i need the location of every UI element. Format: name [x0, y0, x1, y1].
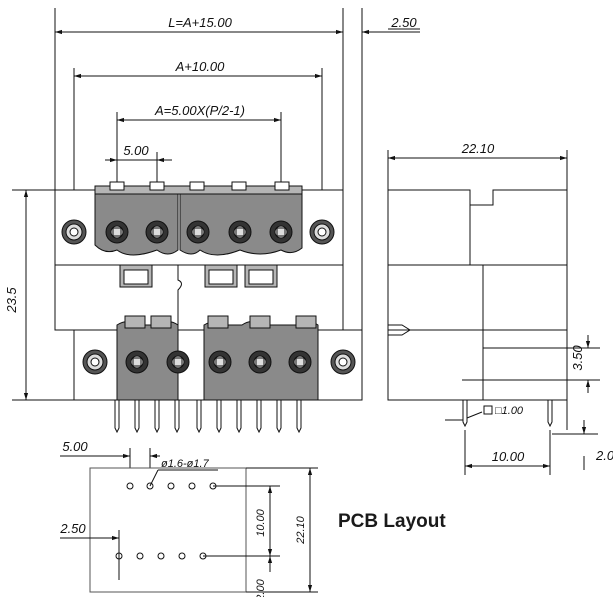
pcb-dim-bottom: 2.00 — [255, 578, 267, 597]
pcb-dim-width: 22.10 — [295, 515, 307, 544]
dim-a-plus-10: A+10.00 — [175, 59, 226, 74]
lower-screws — [125, 350, 312, 374]
pcb-dim-pitch: 5.00 — [62, 439, 88, 454]
dim-pin-offset: 3.50 — [570, 345, 585, 371]
pcb-dim-offset: 2.50 — [59, 521, 86, 536]
pcb-dim-row: 10.00 — [255, 508, 267, 536]
pcb-layout-title: PCB Layout — [338, 511, 446, 532]
side-view: 22.10 3.50 □1.00 10.00 2.00 — [387, 141, 613, 475]
dim-pin-square: □1.00 — [495, 405, 524, 417]
dim-offset-right: 2.50 — [390, 15, 417, 30]
dim-pin-step: 2.00 — [595, 448, 613, 463]
dim-pin-spacing: 10.00 — [492, 449, 525, 464]
dim-height: 23.5 — [4, 287, 19, 314]
pcb-hole-dia: ø1.6-ø1.7 — [161, 458, 210, 470]
dim-pitch-formula: A=5.00X(P/2-1) — [154, 103, 245, 118]
front-pins — [114, 400, 302, 434]
front-view: L=A+15.00 2.50 A+10.00 A=5.00X(P/2-1) 5.… — [4, 8, 420, 434]
dim-overall-length: L=A+15.00 — [168, 15, 232, 30]
dim-side-depth: 22.10 — [461, 141, 495, 156]
upper-screws — [105, 220, 293, 244]
pcb-layout: 5.00 ø1.6-ø1.7 2.50 10.00 — [59, 439, 446, 597]
dim-pitch: 5.00 — [123, 143, 149, 158]
